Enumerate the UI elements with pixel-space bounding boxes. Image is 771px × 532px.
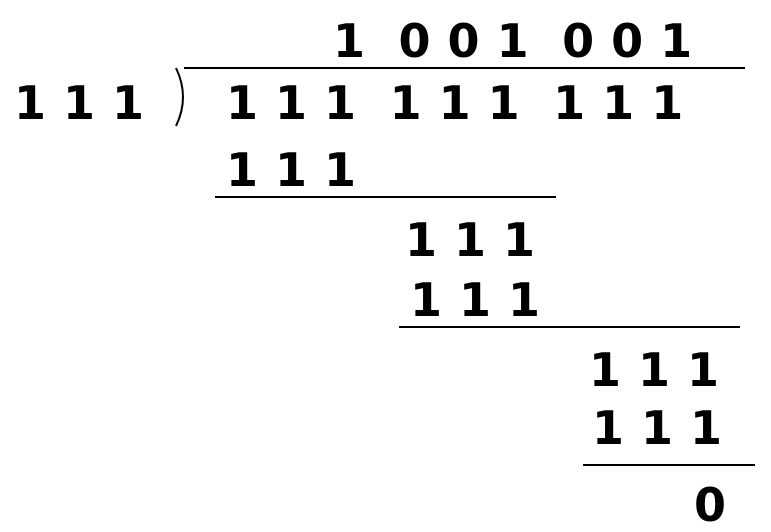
step-2-rule [399, 326, 740, 328]
step-2-subtrahend: 1 1 1 [410, 273, 541, 327]
dividend: 1 1 1 1 1 1 1 1 1 [226, 76, 684, 130]
step-1-rule [215, 196, 556, 198]
step-3-rule [583, 464, 755, 466]
step-3-partial: 1 1 1 [589, 343, 720, 397]
step-2-partial: 1 1 1 [405, 213, 536, 267]
division-bar [184, 67, 745, 69]
remainder: 0 [694, 478, 727, 532]
divisor: 1 1 1 [14, 76, 145, 130]
step-1-subtrahend: 1 1 1 [226, 143, 357, 197]
step-3-subtrahend: 1 1 1 [592, 401, 723, 455]
division-bracket [175, 67, 184, 127]
quotient: 1 0 0 1 0 0 1 [333, 14, 693, 68]
